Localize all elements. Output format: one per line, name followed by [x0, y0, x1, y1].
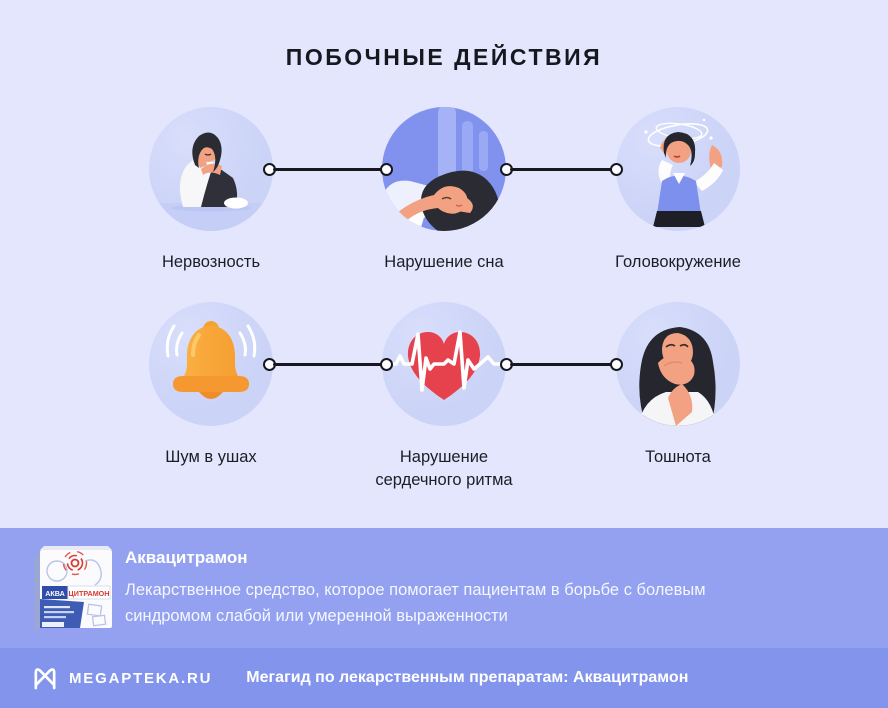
effect-item-nervousness: Нервозность — [116, 107, 306, 274]
connector-line — [263, 163, 393, 176]
ringing-bell-illustration — [149, 302, 273, 426]
dizzy-person-illustration — [616, 107, 740, 231]
effect-item-dizziness: Головокружение — [583, 107, 773, 274]
connector-dot — [610, 358, 623, 371]
effect-item-heart-rhythm: Нарушение сердечного ритма — [349, 302, 539, 492]
box-label-top: АКВА — [45, 589, 65, 598]
product-info-bar: АКВА ЦИТРАМОН Аквацитрамон Лекарственное… — [0, 528, 888, 648]
connector-line — [500, 358, 623, 371]
product-name: Аквацитрамон — [125, 548, 248, 567]
connector-line — [500, 163, 623, 176]
product-box-image: АКВА ЦИТРАМОН — [30, 544, 116, 634]
effect-label-dizziness: Головокружение — [615, 253, 741, 271]
footer-message: Мегагид по лекарственным препаратам: Акв… — [246, 669, 689, 686]
connector-dot — [380, 358, 393, 371]
effect-label-nervousness: Нервозность — [161, 253, 261, 271]
product-text-block: Аквацитрамон Лекарственное средство, кот… — [125, 548, 790, 629]
connector-dot — [610, 163, 623, 176]
effect-item-tinnitus: Шум в ушах — [116, 302, 306, 469]
connector-dot — [380, 163, 393, 176]
effect-label-nausea: Тошнота — [645, 448, 711, 466]
page-title: ПОБОЧНЫЕ ДЕЙСТВИЯ — [285, 44, 603, 70]
megapteka-logo-icon — [34, 668, 56, 690]
effect-label-tinnitus: Шум в ушах — [165, 448, 257, 466]
effect-item-sleep-disorder: Нарушение сна — [349, 107, 539, 274]
product-description: Лекарственное средство, которое помогает… — [125, 581, 706, 625]
nausea-person-illustration — [616, 302, 740, 426]
effect-label-heart-rhythm: Нарушение сердечного ритма — [375, 448, 513, 489]
brand-name: MEGAPTEKA.RU — [69, 669, 213, 687]
effect-item-nausea: Тошнота — [583, 302, 773, 469]
footer-bar: MEGAPTEKA.RU Мегагид по лекарственным пр… — [0, 648, 888, 708]
heart-rhythm-illustration — [382, 302, 506, 426]
box-label-bottom: ЦИТРАМОН — [69, 589, 110, 598]
sleeping-person-illustration — [382, 107, 506, 231]
connector-line — [263, 358, 393, 371]
nervous-person-illustration — [149, 107, 273, 231]
effect-label-sleep-disorder: Нарушение сна — [384, 253, 504, 271]
